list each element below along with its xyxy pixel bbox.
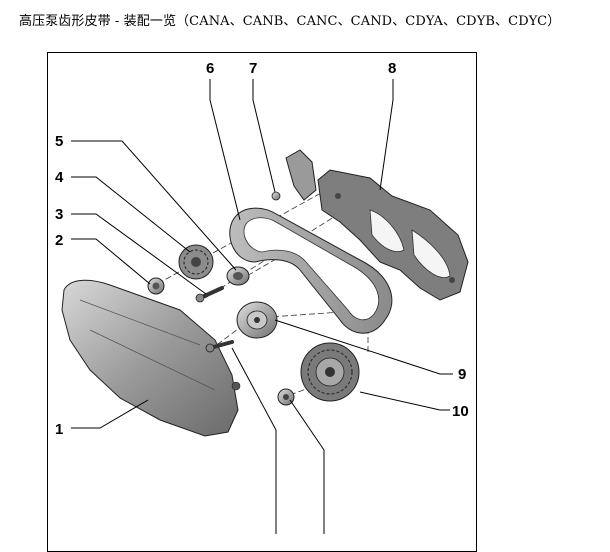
callout-label-1: 1 xyxy=(55,421,63,438)
leader-lines xyxy=(71,79,453,534)
toothed-belt xyxy=(229,207,393,334)
pump-sprocket-nut xyxy=(277,388,295,406)
callout-label-7: 7 xyxy=(249,60,257,77)
callout-label-8: 8 xyxy=(388,60,396,77)
pump-sprocket xyxy=(300,342,360,402)
callout-label-3: 3 xyxy=(55,206,63,223)
callout-label-2: 2 xyxy=(55,232,63,249)
nut xyxy=(147,277,165,295)
exploded-assembly-diagram: 1 2 3 4 5 6 7 8 9 10 xyxy=(55,60,469,534)
callout-label-10: 10 xyxy=(452,403,469,420)
callout-label-4: 4 xyxy=(55,169,64,186)
tensioner-bolt xyxy=(205,340,234,353)
upper-bracket-and-bolt xyxy=(271,149,317,201)
sprocket-bolt xyxy=(195,286,224,303)
callout-label-6: 6 xyxy=(206,60,214,77)
callout-label-5: 5 xyxy=(55,133,63,150)
rear-cover-plate xyxy=(317,169,469,301)
tensioner-roller xyxy=(236,301,278,339)
front-cover xyxy=(61,279,241,437)
crankshaft-sprocket xyxy=(178,244,214,280)
callout-label-9: 9 xyxy=(458,366,466,383)
spacer-sleeve xyxy=(226,266,250,286)
page-title: 高压泵齿形皮带 - 装配一览（CANA、CANB、CANC、CAND、CDYA、… xyxy=(19,14,561,29)
